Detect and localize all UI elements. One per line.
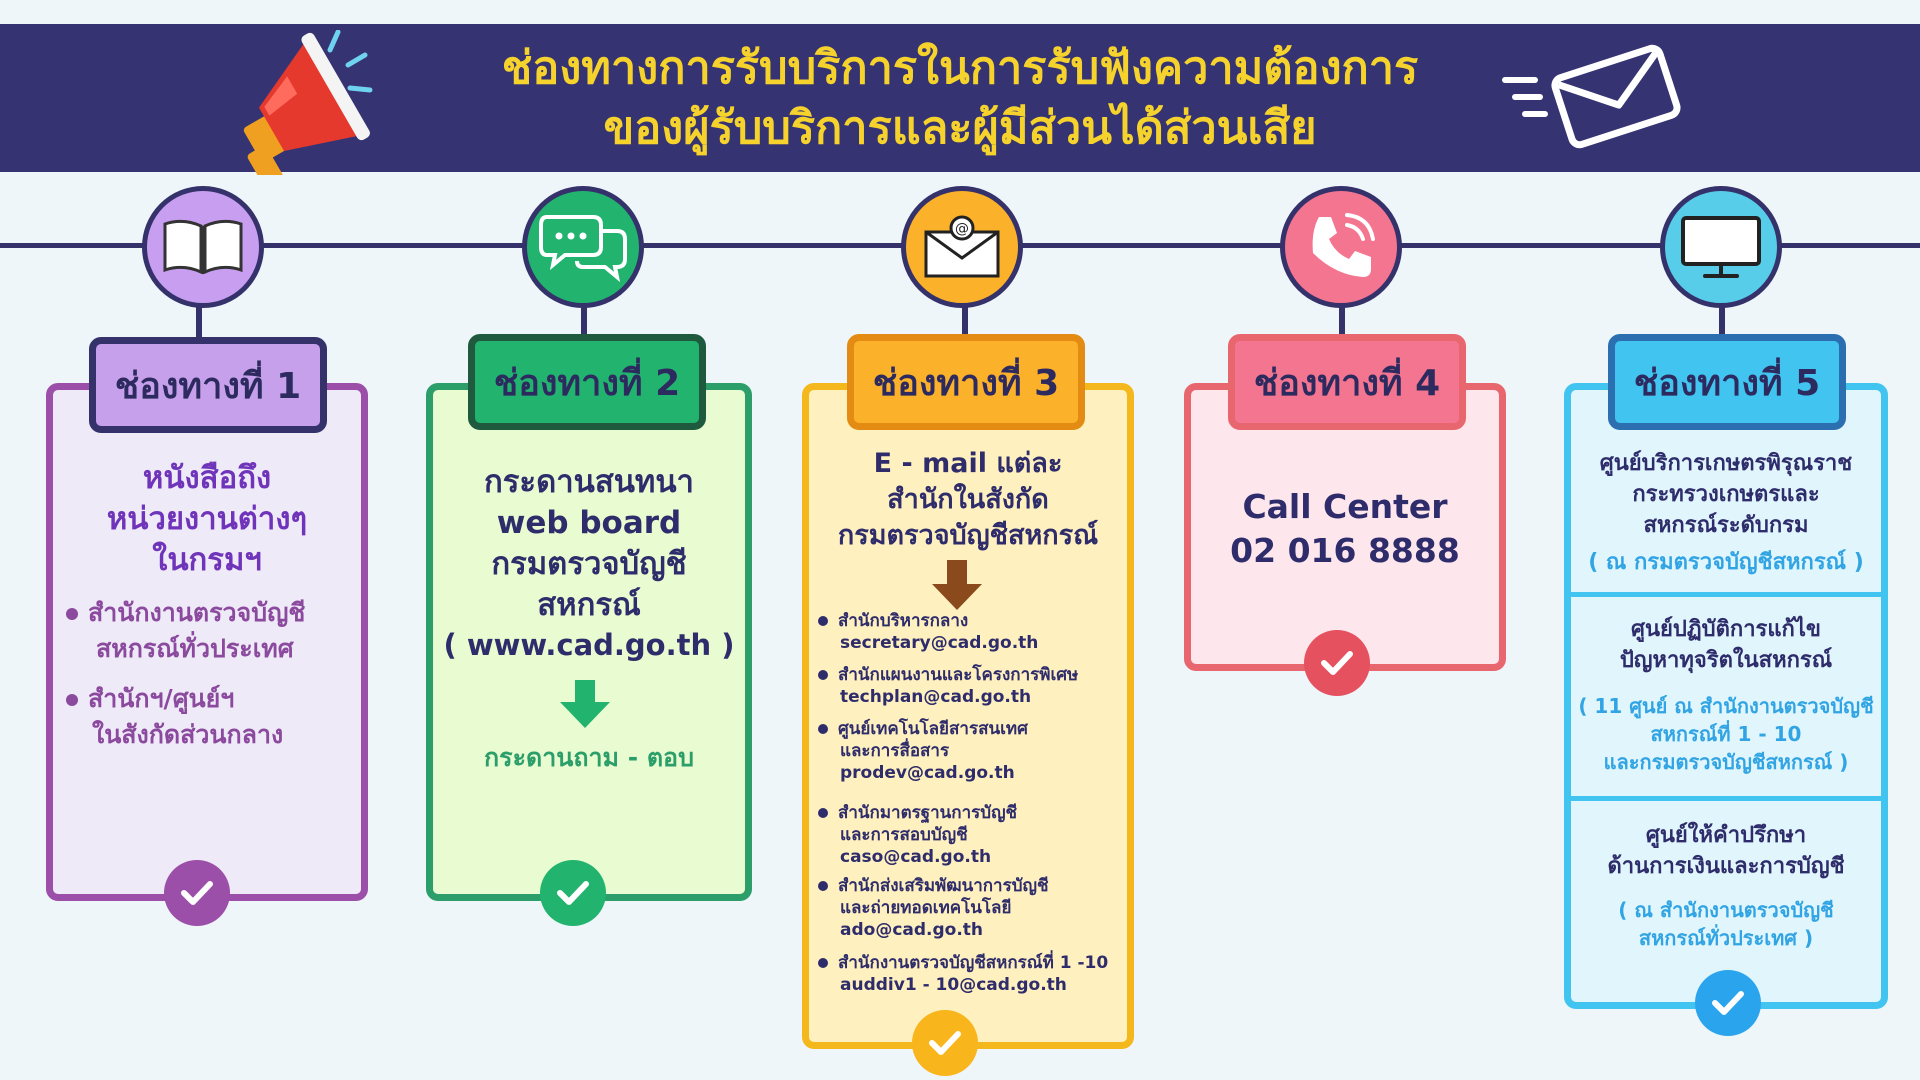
check-icon [1695,970,1761,1036]
channel-5-card [1564,383,1888,1009]
channel-3-text: E - mail แต่ละ สำนักในสังกัด กรมตรวจบัญช… [837,448,1099,551]
channel-2-url[interactable]: ( www.cad.go.th ) [443,628,735,662]
chat-icon [539,215,627,283]
channel-2-footer: กระดานถาม - ตอบ [484,743,694,772]
section-divider [1571,592,1881,597]
channel-1-tab: ช่องทางที่ 1 [89,337,327,433]
channel-3-tab: ช่องทางที่ 3 [847,334,1085,430]
check-icon [164,860,230,926]
channel-5-icon-circle [1660,186,1782,308]
email-list-item: สำนักมาตรฐานการบัญชี และการสอบบัญชี caso… [818,802,1017,868]
stem [196,300,202,340]
email-link[interactable]: ado@cad.go.th [840,920,984,940]
email-link[interactable]: secretary@cad.go.th [840,633,1039,653]
arrow-down-icon [560,680,610,728]
monitor-icon [1681,216,1761,278]
title-line-2: ของผู้รับบริการและผู้มีส่วนได้ส่วนเสีย [603,101,1317,154]
book-icon [163,219,243,275]
phone-number[interactable]: 02 016 8888 [1230,531,1460,570]
channel-2-tab: ช่องทางที่ 2 [468,334,706,430]
stem [1719,300,1725,340]
envelope-icon [1502,44,1681,149]
check-icon [540,860,606,926]
channel-4-text[interactable]: Call Center 02 016 8888 [1184,485,1506,573]
section-divider [1571,796,1881,801]
email-link[interactable]: caso@cad.go.th [840,847,992,867]
channel-2-text: กระดานสนทนา web board กรมตรวจบัญชี สหกรณ… [484,464,694,623]
arrow-down-icon [932,560,982,610]
channel-1-bullet: สำนักงานตรวจบัญชี สหกรณ์ทั่วประเทศ [66,595,305,667]
channel-5-section-3: ศูนย์ให้คำปรึกษา ด้านการเงินและการบัญชี … [1607,823,1845,950]
channel-1-icon-circle [142,186,264,308]
channel-5-tab: ช่องทางที่ 5 [1608,334,1846,430]
check-icon [1304,630,1370,696]
email-link[interactable]: auddiv1 - 10@cad.go.th [840,975,1067,995]
phone-icon [1312,213,1375,277]
email-link[interactable]: techplan@cad.go.th [840,687,1032,707]
email-list-item: สำนักส่งเสริมพัฒนาการบัญชี และถ่ายทอดเทค… [818,875,1049,941]
stem [1339,300,1345,340]
svg-text:@: @ [955,221,969,237]
channel-4-icon-circle [1280,186,1402,308]
megaphone-icon [243,30,373,175]
check-icon [912,1010,978,1076]
channel-2-icon-circle [522,186,644,308]
email-list-item: สำนักงานตรวจบัญชีสหกรณ์ที่ 1 -10 auddiv1… [818,952,1108,996]
stem [962,300,968,340]
channel-5-section-1: ศูนย์บริการเกษตรพิรุณราช กระทรวงเกษตรและ… [1588,451,1864,575]
stem [581,300,587,340]
channel-1-bullet: สำนักฯ/ศูนย์ฯ ในสังกัดส่วนกลาง [66,681,283,753]
channel-5-section-2: ศูนย์ปฏิบัติการแก้ไข ปัญหาทุจริตในสหกรณ์… [1578,617,1874,774]
title-line-1: ช่องทางการรับบริการในการรับฟังความต้องกา… [501,41,1419,94]
channel-1-title: หนังสือถึง หน่วยงานต่างๆ ในกรมฯ [106,460,308,578]
email-icon: @ [924,215,1000,278]
channel-3-icon-circle: @ [901,186,1023,308]
email-list-item: สำนักบริหารกลาง secretary@cad.go.th [818,610,1038,654]
page-title: ช่องทางการรับบริการในการรับฟังความต้องกา… [0,24,1920,172]
email-link[interactable]: prodev@cad.go.th [840,763,1015,783]
email-list-item: ศูนย์เทคโนโลยีสารสนเทศ และการสื่อสาร pro… [818,718,1028,784]
channel-4-tab: ช่องทางที่ 4 [1228,334,1466,430]
email-list-item: สำนักแผนงานและโครงการพิเศษ techplan@cad.… [818,664,1078,708]
